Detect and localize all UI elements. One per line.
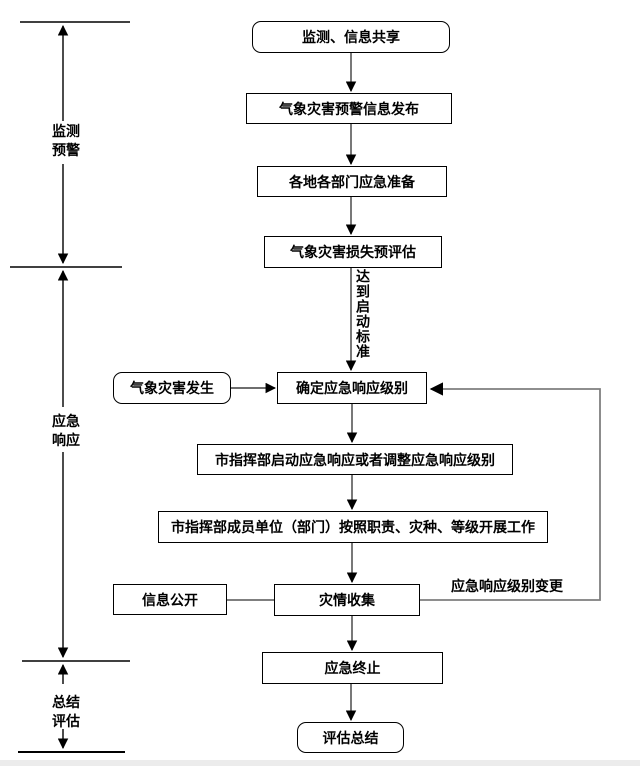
node-end-response: 应急终止 — [262, 652, 443, 684]
phase-label-line: 评估 — [52, 713, 80, 729]
edge-label-level-change: 应急响应级别变更 — [451, 578, 563, 594]
node-info-public: 信息公开 — [113, 584, 227, 615]
page-bottom-edge — [0, 760, 640, 766]
edge-label-reach-threshold: 达到启动标准 — [355, 269, 371, 359]
connector-level-change-loop — [420, 382, 601, 601]
phase-label-line: 预警 — [52, 142, 80, 158]
phase-label-summary: 总结 评估 — [42, 693, 90, 731]
node-loss-preassess: 气象灾害损失预评估 — [264, 236, 442, 268]
node-monitor-share: 监测、信息共享 — [252, 21, 450, 53]
node-warning-release: 气象灾害预警信息发布 — [246, 93, 452, 124]
node-local-prep: 各地各部门应急准备 — [257, 166, 447, 197]
phase-label-response: 应急 响应 — [42, 412, 90, 450]
phase-label-monitoring: 监测 预警 — [42, 122, 90, 160]
node-disaster-occur: 气象灾害发生 — [113, 372, 231, 404]
node-start-response: 市指挥部启动应急响应或者调整应急响应级别 — [197, 444, 513, 475]
node-determine-level: 确定应急响应级别 — [277, 372, 427, 404]
phase-label-line: 监测 — [52, 123, 80, 139]
phase-label-line: 响应 — [52, 432, 80, 448]
node-eval-summary: 评估总结 — [297, 722, 404, 753]
node-members-work: 市指挥部成员单位（部门）按照职责、灾种、等级开展工作 — [158, 511, 548, 543]
phase-label-line: 应急 — [52, 413, 80, 429]
node-collect-info: 灾情收集 — [274, 584, 420, 616]
phase-label-line: 总结 — [52, 694, 80, 710]
